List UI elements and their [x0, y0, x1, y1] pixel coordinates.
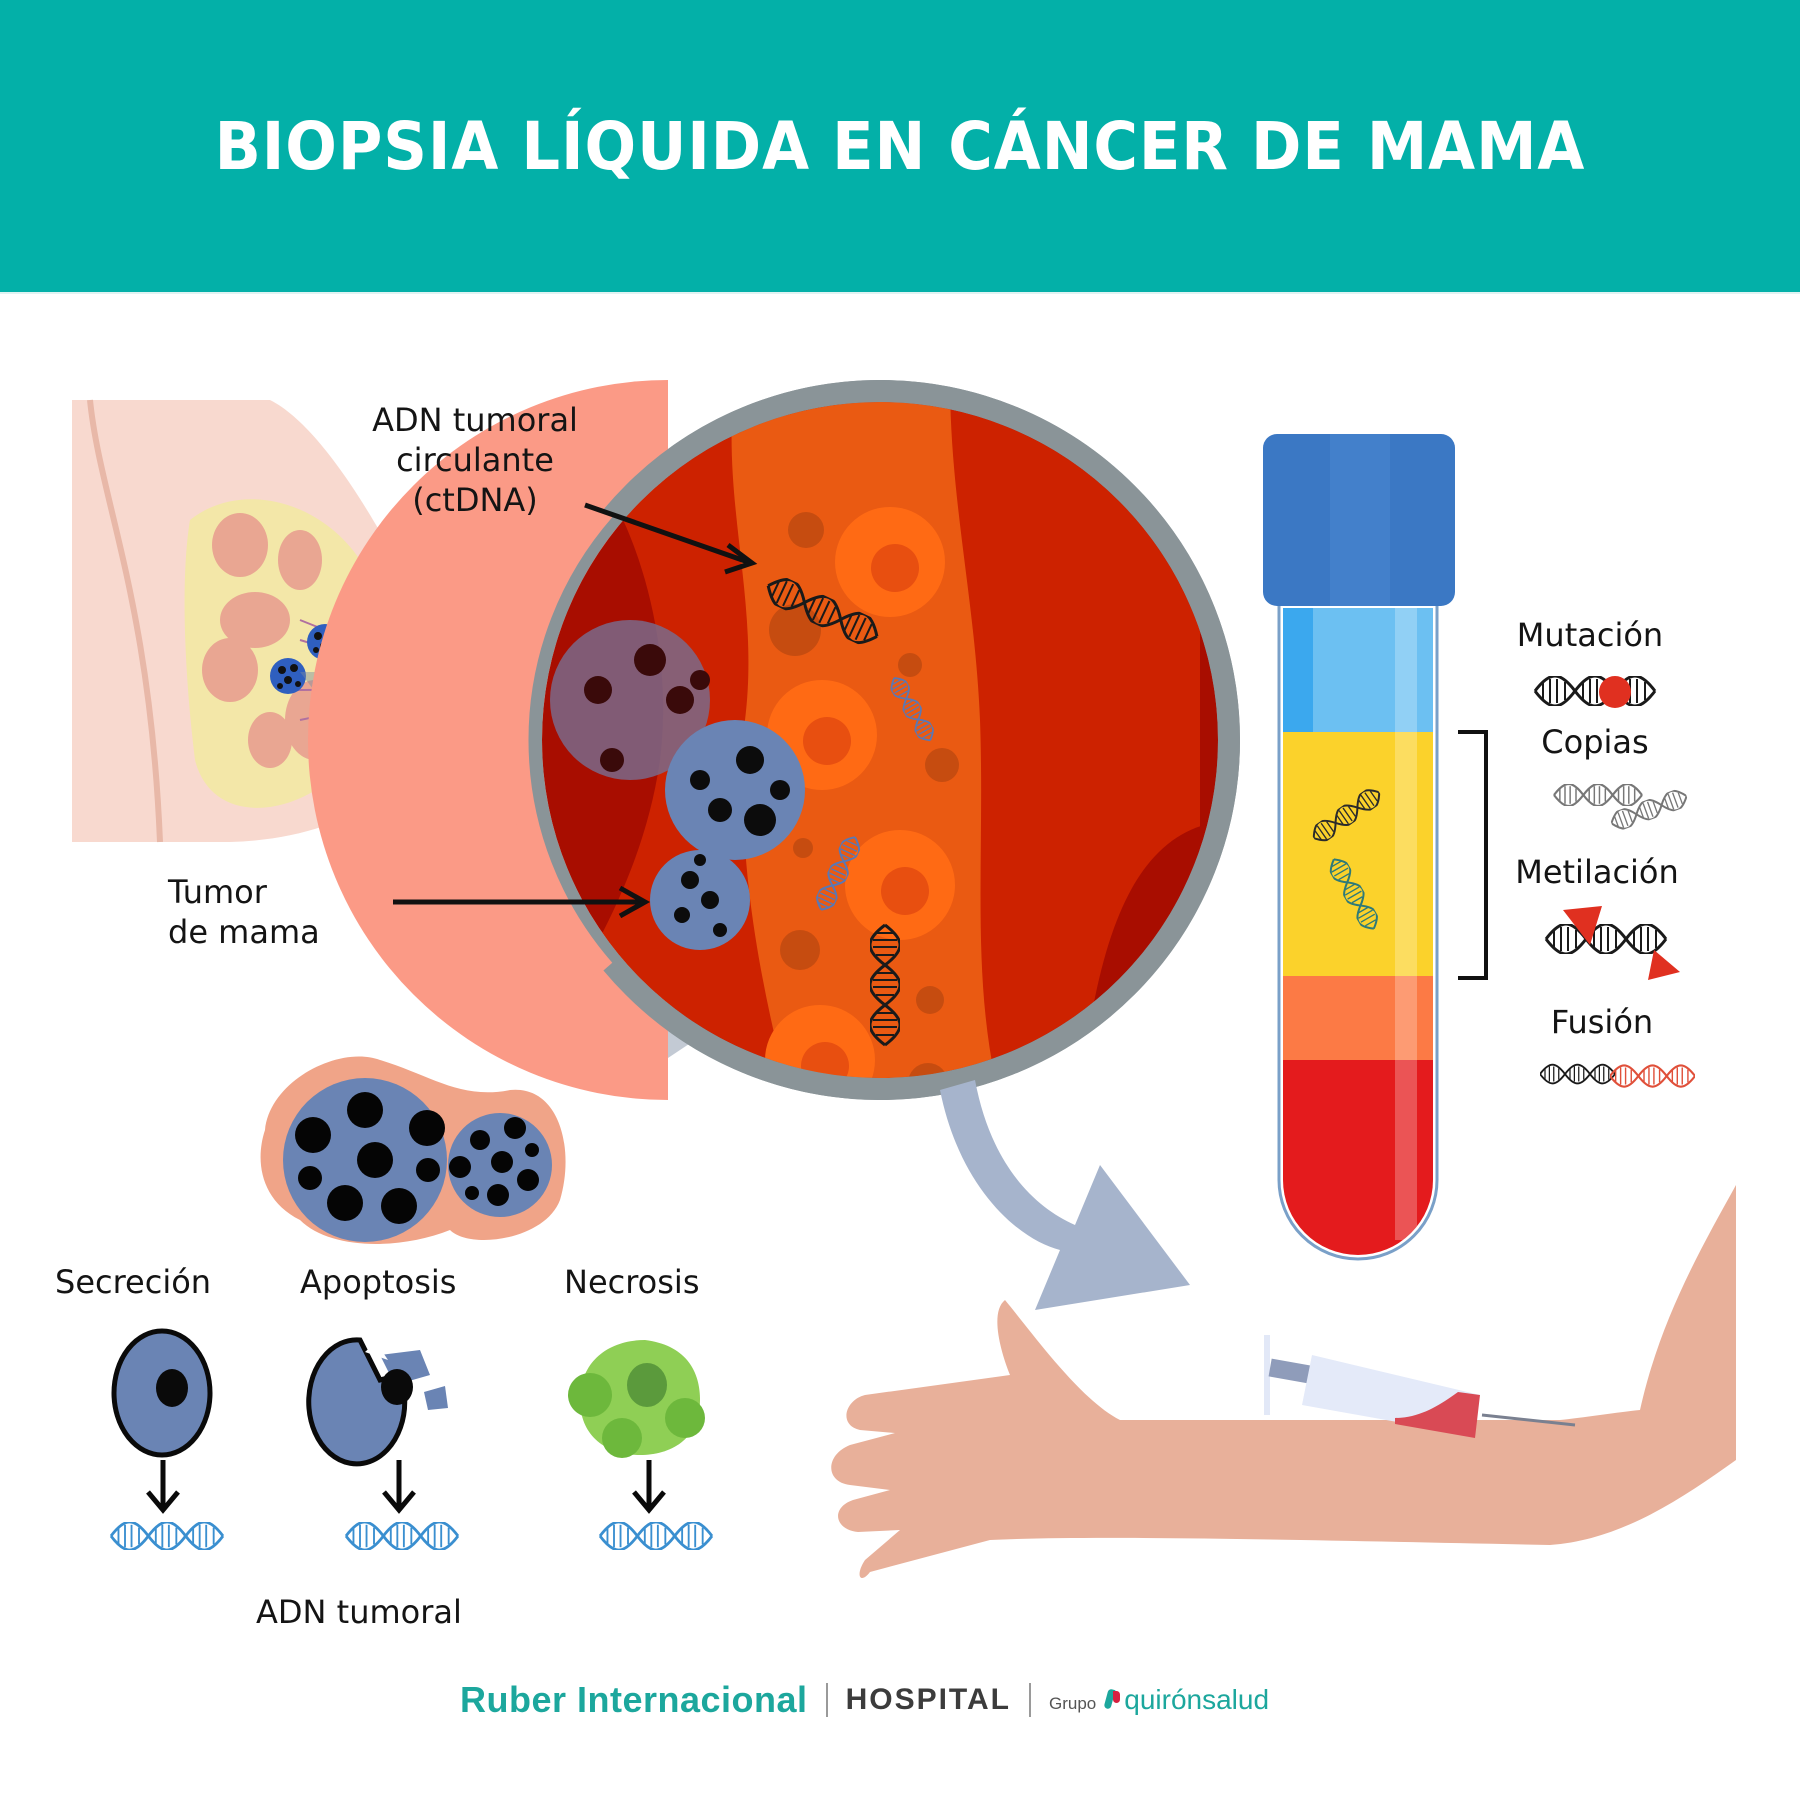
tumor-label-line2: de mama [168, 913, 320, 951]
alteration-label-metilacion: Metilación [1515, 853, 1679, 891]
tumor-dna-fragments [109, 1522, 714, 1550]
tumor-label: Tumor de mama [168, 872, 320, 952]
necrosis-cell-icon [568, 1340, 705, 1458]
flow-arrow-icon [940, 1080, 1190, 1310]
page-title: BIOPSIA LÍQUIDA EN CÁNCER DE MAMA [214, 107, 1586, 185]
blood-sample-tube [1263, 434, 1455, 1261]
alteration-label-mutacion: Mutación [1516, 616, 1664, 654]
ruber-internacional-logo: Ruber Internacional [460, 1679, 808, 1720]
ctdna-label-line3: (ctDNA) [412, 481, 538, 519]
quironsalud-name: quirónsalud [1124, 1684, 1270, 1715]
tumor-label-line1: Tumor [168, 873, 267, 911]
ctdna-label-line2: circulante [396, 441, 554, 479]
ctdna-label: ADN tumoral circulante (ctDNA) [350, 400, 600, 520]
annotation-arrows [393, 502, 758, 919]
mechanism-label-necrosis: Necrosis [564, 1263, 700, 1301]
dna-copies-icon [1552, 784, 1691, 833]
arm-blood-draw-illustration [831, 1185, 1736, 1579]
circulating-tumor-cells [550, 620, 805, 950]
logo-divider [825, 1683, 828, 1717]
mechanism-label-secrecion: Secreción [55, 1263, 212, 1301]
footer-logos: Ruber Internacional HOSPITAL Grupo quiró… [460, 1672, 1340, 1728]
dna-methylation-icon [1544, 906, 1680, 980]
quironsalud-logo: quirónsalud [1106, 1684, 1269, 1716]
tumor-dna-label: ADN tumoral [256, 1593, 462, 1631]
alteration-label-copias: Copias [1541, 723, 1649, 761]
alteration-label-fusion: Fusión [1550, 1003, 1654, 1041]
header-banner: BIOPSIA LÍQUIDA EN CÁNCER DE MAMA [0, 0, 1800, 292]
mechanism-label-apoptosis: Apoptosis [300, 1263, 457, 1301]
dna-fusion-icon [1540, 1063, 1695, 1089]
release-arrows [146, 1460, 666, 1514]
header-divider [0, 292, 1800, 294]
plasma-bracket [1458, 730, 1488, 980]
grupo-label: Grupo [1049, 1694, 1097, 1713]
quironsalud-mark-icon [1106, 1689, 1121, 1711]
hospital-label: HOSPITAL [845, 1683, 1012, 1716]
logo-divider [1029, 1683, 1032, 1717]
primary-tumor-cluster [260, 1056, 566, 1244]
ctdna-label-line1: ADN tumoral [372, 401, 578, 439]
blood-vessel-magnified [308, 380, 1240, 1100]
apoptosis-cell-icon [306, 1337, 448, 1467]
secretion-cell-icon [111, 1328, 213, 1458]
dna-mutation-icon [1533, 676, 1657, 708]
syringe-icon [1264, 1335, 1576, 1438]
